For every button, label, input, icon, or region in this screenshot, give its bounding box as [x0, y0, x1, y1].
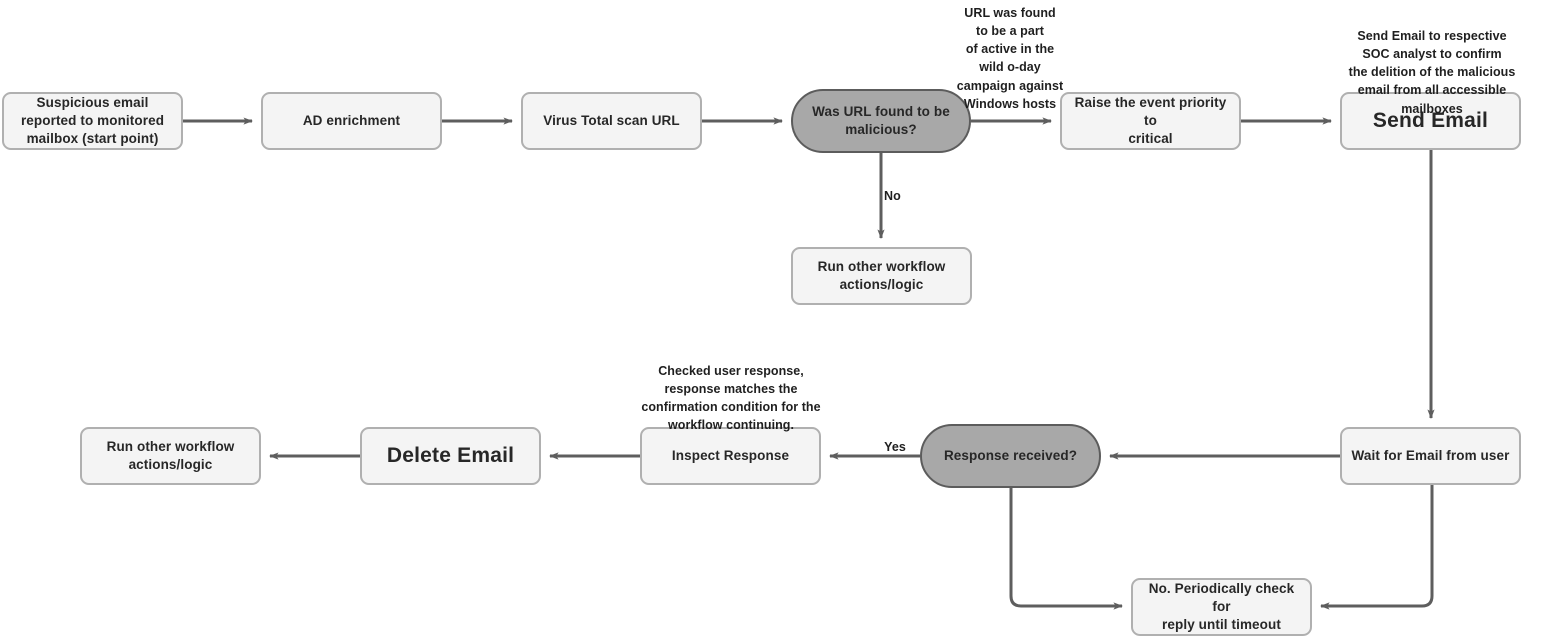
edge-wait-to-periodic-check — [1320, 485, 1434, 610]
node-start-label: Suspicious email reported to monitored m… — [20, 95, 165, 146]
node-periodic-check[interactable]: No. Periodically check for reply until t… — [1131, 578, 1312, 636]
node-start[interactable]: Suspicious email reported to monitored m… — [2, 92, 183, 150]
node-send-email-label: Send Email — [1372, 109, 1489, 133]
edge-label-yes-branch: Yes — [884, 440, 906, 454]
node-run-other-workflow-top[interactable]: Run other workflow actions/logic — [791, 247, 972, 305]
edge-label-no-branch: No — [884, 189, 901, 203]
node-wait-for-email[interactable]: Wait for Email from user — [1340, 427, 1521, 485]
edge-label-send-email-instruction: Send Email to respective SOC analyst to … — [1348, 29, 1516, 116]
node-delete-email-label: Delete Email — [386, 444, 515, 468]
node-ad-enrichment-label: AD enrichment — [302, 113, 401, 129]
node-delete-email[interactable]: Delete Email — [360, 427, 541, 485]
node-run-other-workflow-top-label: Run other workflow actions/logic — [817, 259, 946, 292]
node-periodic-check-label: No. Periodically check for reply until t… — [1148, 581, 1295, 632]
edge-label-checked-user-response: Checked user response, response matches … — [641, 364, 821, 433]
edge-label-zero-day-campaign: URL was found to be a part of active in … — [956, 6, 1064, 111]
node-inspect-response[interactable]: Inspect Response — [640, 427, 821, 485]
node-decision-url-malicious[interactable]: Was URL found to be malicious? — [791, 89, 971, 153]
edge-response-received-to-periodic-check — [1009, 488, 1123, 610]
node-wait-for-email-label: Wait for Email from user — [1351, 448, 1510, 464]
node-run-other-workflow-bottom-label: Run other workflow actions/logic — [106, 439, 235, 472]
node-raise-event-priority[interactable]: Raise the event priority to critical — [1060, 92, 1241, 150]
node-virus-total-scan-url-label: Virus Total scan URL — [543, 113, 680, 129]
node-decision-url-malicious-label: Was URL found to be malicious? — [812, 104, 950, 137]
node-send-email[interactable]: Send Email — [1340, 92, 1521, 150]
node-run-other-workflow-bottom[interactable]: Run other workflow actions/logic — [80, 427, 261, 485]
node-decision-response-received-label: Response received? — [943, 448, 1078, 464]
node-virus-total-scan-url[interactable]: Virus Total scan URL — [521, 92, 702, 150]
node-inspect-response-label: Inspect Response — [671, 448, 790, 464]
node-raise-event-priority-label: Raise the event priority to critical — [1074, 95, 1227, 146]
node-ad-enrichment[interactable]: AD enrichment — [261, 92, 442, 150]
node-decision-response-received[interactable]: Response received? — [920, 424, 1101, 488]
